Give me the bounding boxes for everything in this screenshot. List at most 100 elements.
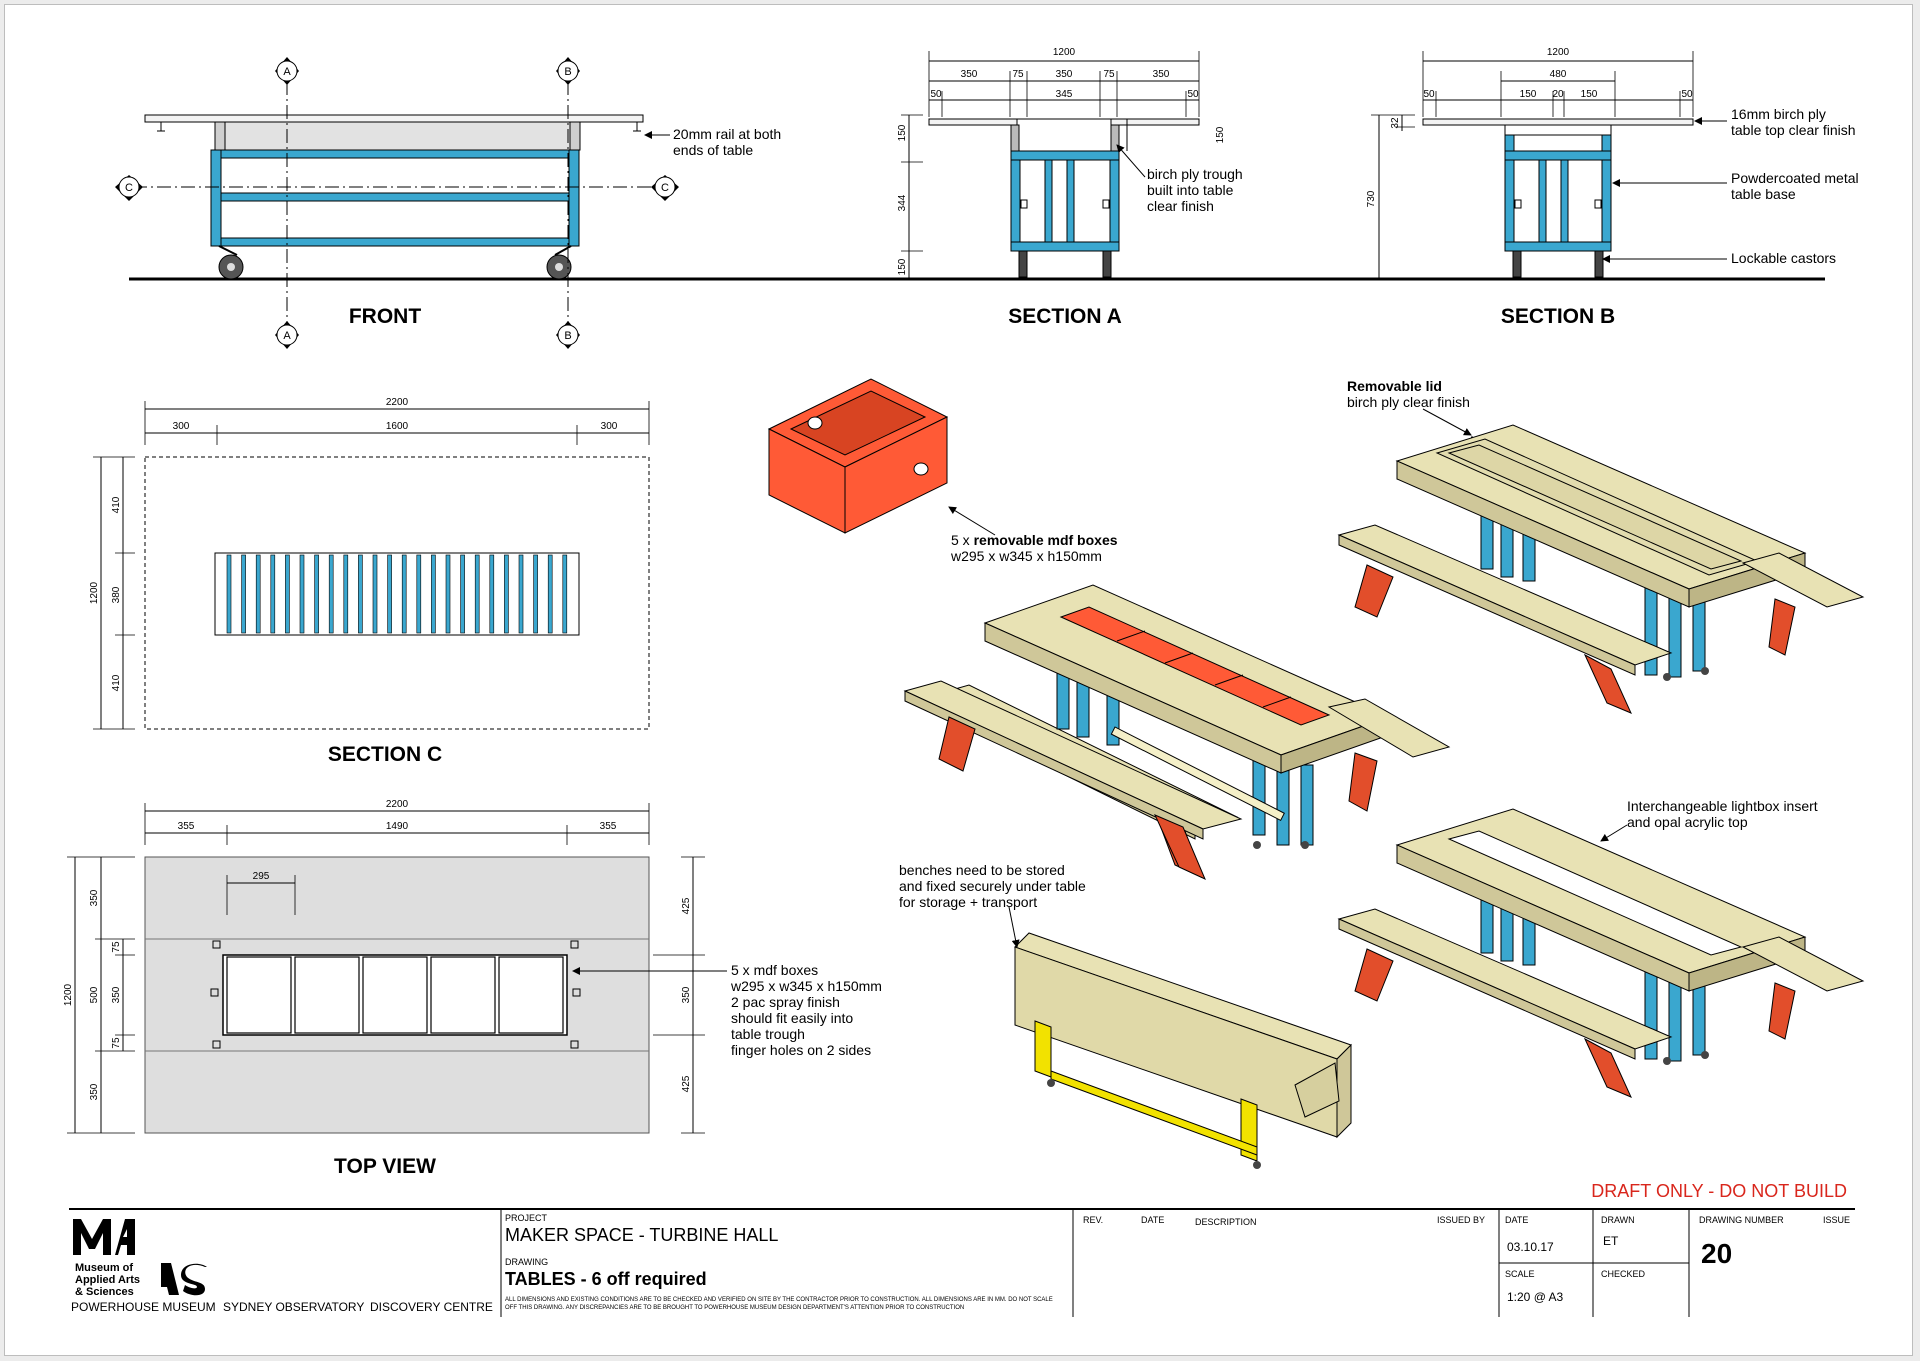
drawing-title: TABLES - 6 off required [505,1269,707,1289]
section-a-trough [1016,118,1112,152]
svg-text:DESCRIPTION: DESCRIPTION [1195,1217,1257,1227]
slat [387,554,392,634]
svg-text:75: 75 [1103,69,1115,80]
mdf-box-plan [294,956,360,1034]
slat [328,554,334,634]
slat [358,554,363,634]
slat [474,554,480,634]
iso-mdf-box: 5 x removable mdf boxes w295 x w345 x h1… [767,378,1118,564]
svg-text:150: 150 [1215,126,1226,143]
front-note-line2: ends of table [673,142,753,158]
slat [504,554,509,634]
section-marker-a-top: A [275,57,299,85]
svg-text:A: A [283,66,291,78]
svg-text:DRAWING NUMBER: DRAWING NUMBER [1699,1215,1784,1225]
svg-text:2200: 2200 [386,397,409,408]
svg-text:2200: 2200 [386,799,409,810]
svg-text:355: 355 [178,821,195,832]
svg-text:2 pac spray finish: 2 pac spray finish [731,994,840,1010]
slat [533,554,538,634]
svg-text:OFF THIS DRAWING. ANY DISCREPA: OFF THIS DRAWING. ANY DISCREPANCIES ARE … [505,1305,964,1311]
top-view-notes: 5 x mdf boxes w295 x w345 x h150mm 2 pac… [730,962,882,1058]
svg-text:built into table: built into table [1147,182,1234,198]
slat [372,554,378,634]
svg-text:50: 50 [930,89,942,100]
section-a-view: 1200 350 75 350 75 350 50 345 50 150 344 [897,47,1243,328]
svg-text:410: 410 [111,496,122,513]
svg-text:C: C [125,182,133,194]
svg-text:480: 480 [1550,69,1567,80]
svg-text:425: 425 [681,1075,692,1092]
svg-text:Museum of: Museum of [75,1262,133,1274]
svg-text:Removable lid: Removable lid [1347,378,1442,394]
front-trough [224,121,571,151]
venue-observatory: SYDNEY OBSERVATORY [223,1300,364,1314]
svg-text:75: 75 [111,941,122,953]
svg-text:5 x removable mdf boxes: 5 x removable mdf boxes [951,532,1118,548]
svg-text:350: 350 [681,986,692,1003]
svg-text:1600: 1600 [386,421,409,432]
svg-text:5 x mdf boxes: 5 x mdf boxes [731,962,818,978]
svg-text:w295 x w345 x h150mm: w295 x w345 x h150mm [950,548,1102,564]
svg-text:345: 345 [1056,89,1073,100]
svg-text:1200: 1200 [1547,47,1570,58]
svg-text:table base: table base [1731,186,1796,202]
lightbox-insert [1447,830,1743,956]
svg-text:& Sciences: & Sciences [75,1286,134,1298]
svg-text:REV.: REV. [1083,1215,1103,1225]
svg-text:and opal acrylic top: and opal acrylic top [1627,814,1748,830]
svg-text:32: 32 [1390,117,1401,129]
svg-text:150: 150 [897,124,908,141]
svg-text:425: 425 [681,897,692,914]
front-leg-left [210,149,222,247]
svg-text:should fit easily into: should fit easily into [731,1010,853,1026]
iso-table-with-boxes [903,584,1451,880]
slat [547,554,553,634]
slat [562,554,568,634]
slat [401,554,407,634]
svg-text:50: 50 [1681,89,1693,100]
drawing-canvas: A B A B C C 20mm rail at both ends of ta… [63,47,1865,1317]
svg-text:CHECKED: CHECKED [1601,1269,1646,1279]
drawing-date: 03.10.17 [1507,1240,1554,1254]
svg-text:380: 380 [111,586,122,603]
svg-text:344: 344 [897,194,908,211]
svg-text:table trough: table trough [731,1026,805,1042]
slat [299,554,305,634]
slat [518,554,524,634]
drawing-sheet: A B A B C C 20mm rail at both ends of ta… [4,4,1913,1356]
svg-text:ALL DIMENSIONS AND EXISTING CO: ALL DIMENSIONS AND EXISTING CONDITIONS A… [505,1297,1053,1303]
svg-text:C: C [661,182,669,194]
svg-text:350: 350 [89,1083,100,1100]
svg-text:and fixed securely under table: and fixed securely under table [899,878,1086,894]
section-marker-c-right: C [651,175,679,201]
svg-text:730: 730 [1366,190,1377,207]
svg-text:410: 410 [111,674,122,691]
svg-text:350: 350 [89,889,100,906]
svg-text:350: 350 [1056,69,1073,80]
mdf-box-plan [498,956,564,1034]
slat [226,554,232,634]
section-c-outline [144,456,650,730]
svg-text:ISSUED BY: ISSUED BY [1437,1215,1485,1225]
svg-text:clear finish: clear finish [1147,198,1214,214]
svg-text:50: 50 [1187,89,1199,100]
svg-text:PROJECT: PROJECT [505,1213,548,1223]
svg-text:1490: 1490 [386,821,409,832]
top-view: 2200 355 1490 355 295 1200 350 500 350 [63,799,882,1178]
front-note-line1: 20mm rail at both [673,126,781,142]
title-block: Museum of Applied Arts & Sciences POWERH… [69,1208,1855,1317]
svg-text:295: 295 [253,871,270,882]
slat [431,554,436,634]
front-leg-right [568,149,580,247]
svg-text:SCALE: SCALE [1505,1269,1535,1279]
section-b-label: SECTION B [1501,305,1615,328]
svg-text:B: B [564,66,571,78]
slat [270,554,276,634]
svg-text:355: 355 [600,821,617,832]
drawn-by: ET [1603,1234,1619,1248]
svg-text:for storage + transport: for storage + transport [899,894,1037,910]
svg-text:300: 300 [173,421,190,432]
svg-text:w295 x w345 x h150mm: w295 x w345 x h150mm [730,978,882,994]
section-c-frame [214,552,580,636]
